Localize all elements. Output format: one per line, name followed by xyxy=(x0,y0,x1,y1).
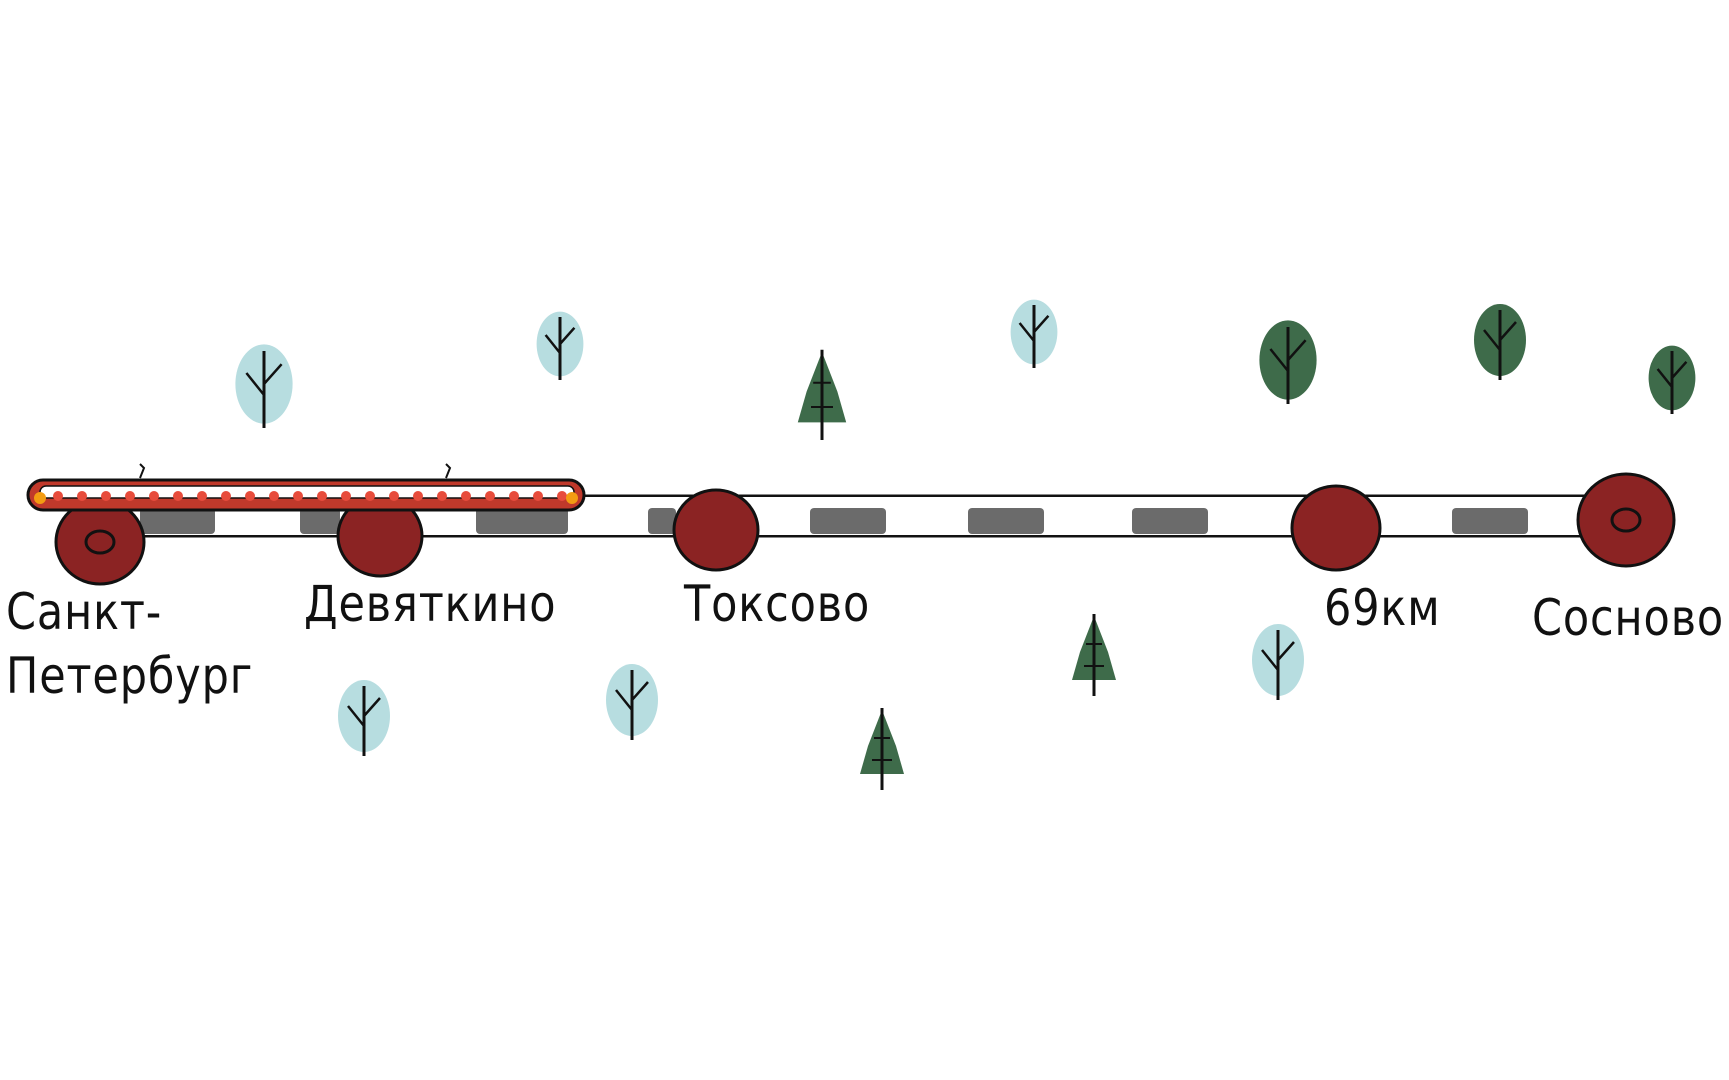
tree-branches xyxy=(245,363,283,396)
train-window xyxy=(149,491,159,501)
train-pantograph-2 xyxy=(445,463,452,479)
tree-branches xyxy=(1656,360,1688,388)
tree-branches xyxy=(1018,314,1050,342)
tree-branches xyxy=(615,681,649,711)
station-label-spb-line1: Санкт- xyxy=(6,583,163,641)
fir-tree-icon xyxy=(860,708,904,790)
train-window xyxy=(413,491,423,501)
station-circle xyxy=(672,488,760,572)
station-label-spb-line2: Петербург xyxy=(6,647,254,705)
train-pantograph-1 xyxy=(139,463,146,479)
fir-tree-icon xyxy=(1072,614,1116,696)
train-icon xyxy=(26,463,586,512)
station-circle xyxy=(54,498,146,586)
station-label-km69-line1: 69км xyxy=(1324,579,1441,637)
train-headlight-left xyxy=(34,492,46,504)
track-sleeper xyxy=(1452,508,1528,534)
birch-tree-icon xyxy=(235,344,293,428)
birch-tree-icon xyxy=(1252,624,1304,700)
train-window xyxy=(509,491,519,501)
train-window xyxy=(269,491,279,501)
train-window xyxy=(173,491,183,501)
train-window xyxy=(365,491,375,501)
station-label-toksovo: Токсово xyxy=(684,572,870,636)
train-window xyxy=(293,491,303,501)
track-sleeper xyxy=(648,508,676,534)
train-window xyxy=(125,491,135,501)
fir-tree-icon xyxy=(797,349,847,440)
birch-tree-icon xyxy=(1010,299,1058,368)
station-terminal-ring xyxy=(84,529,116,555)
tree-branches xyxy=(1261,641,1295,671)
train-window xyxy=(221,491,231,501)
train-window xyxy=(437,491,447,501)
train-window xyxy=(245,491,255,501)
train-window xyxy=(389,491,399,501)
station-circle xyxy=(1576,472,1676,568)
station-marker-spb xyxy=(54,498,146,586)
tree-branches xyxy=(1084,643,1104,667)
train-window xyxy=(485,491,495,501)
birch-tree-icon xyxy=(536,311,584,380)
track-sleeper xyxy=(300,508,340,534)
station-marker-km69 xyxy=(1290,484,1382,572)
train-window xyxy=(341,491,351,501)
tree-branches xyxy=(347,697,381,727)
train-window xyxy=(317,491,327,501)
station-label-spb: Санкт- Петербург xyxy=(6,580,253,708)
tree-branches xyxy=(872,737,892,761)
tree-branches xyxy=(811,381,833,408)
tree-branches xyxy=(544,326,576,354)
station-label-sosnovo: Сосново xyxy=(1532,586,1724,650)
station-label-sosnovo-line1: Сосново xyxy=(1532,589,1725,647)
train-window xyxy=(53,491,63,501)
birch-tree-icon xyxy=(1648,345,1696,414)
train-window xyxy=(533,491,543,501)
birch-tree-icon xyxy=(338,680,390,756)
station-label-devyatkino: Девяткино xyxy=(304,572,556,636)
train-window xyxy=(461,491,471,501)
train-headlight-right xyxy=(566,492,578,504)
station-marker-sosnovo xyxy=(1576,472,1676,568)
station-label-km69: 69км xyxy=(1324,576,1441,640)
station-marker-toksovo xyxy=(672,488,760,572)
track-sleeper xyxy=(968,508,1044,534)
track-sleeper xyxy=(1132,508,1208,534)
train-window xyxy=(101,491,111,501)
birch-tree-icon xyxy=(1259,320,1317,404)
track-sleeper xyxy=(810,508,886,534)
train-window xyxy=(197,491,207,501)
train-window xyxy=(557,491,567,501)
train-window xyxy=(77,491,87,501)
tree-branches xyxy=(1483,321,1517,351)
tree-branches xyxy=(1269,339,1307,372)
station-terminal-ring xyxy=(1610,507,1642,533)
track-sleeper xyxy=(476,508,568,534)
station-label-toksovo-line1: Токсово xyxy=(684,575,871,633)
track-sleeper xyxy=(140,508,215,534)
station-circle xyxy=(1290,484,1382,572)
station-label-devyatkino-line1: Девяткино xyxy=(304,575,557,633)
birch-tree-icon xyxy=(606,664,658,740)
birch-tree-icon xyxy=(1474,304,1526,380)
